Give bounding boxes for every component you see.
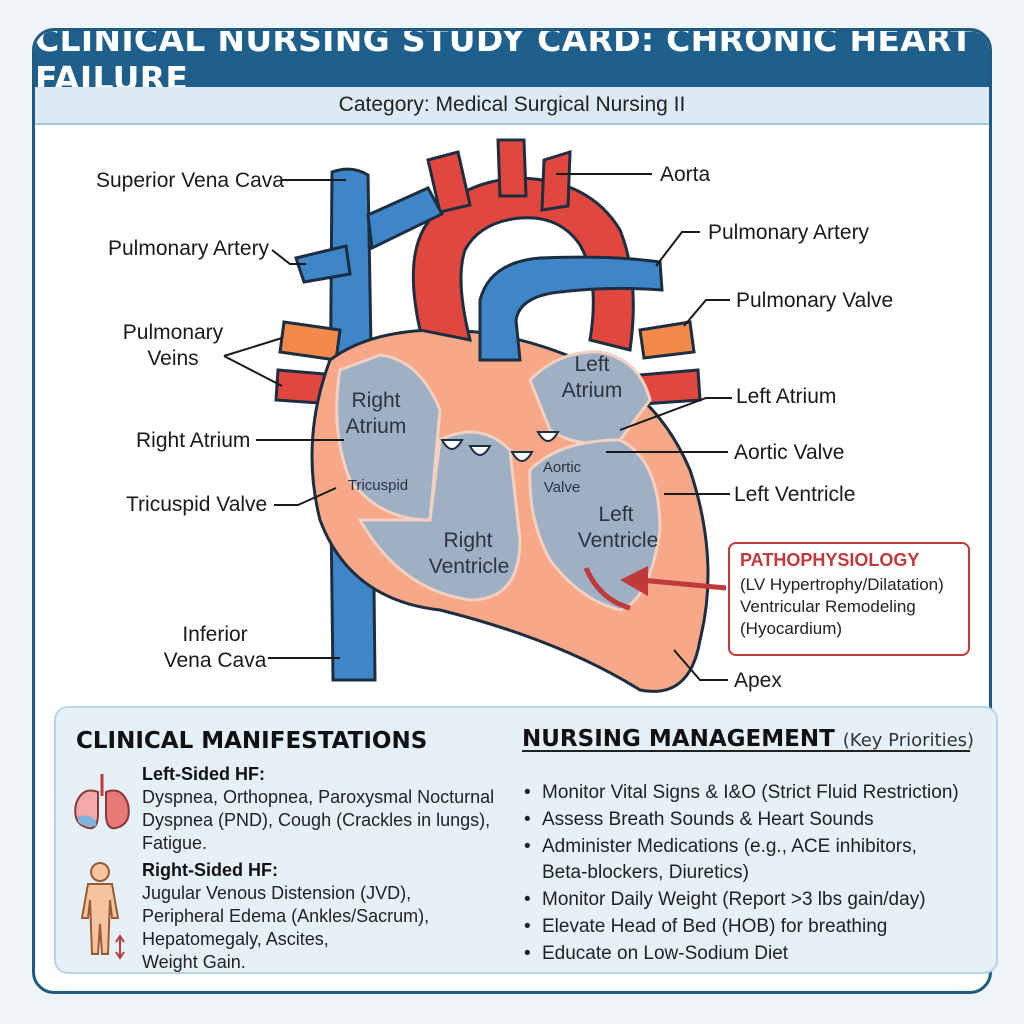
right-hf-line: Weight Gain.	[142, 952, 246, 972]
category-label: Category: Medical Surgical Nursing II	[35, 87, 989, 125]
pathophysiology-line: Ventricular Remodeling	[740, 597, 916, 616]
management-item: Elevate Head of Bed (HOB) for breathing	[524, 914, 959, 940]
manifestations-title: CLINICAL MANIFESTATIONS	[76, 728, 428, 754]
body-edema-icon	[80, 862, 125, 960]
pulmonary-vein-right-upper	[638, 320, 696, 360]
inner-label-valve: Valve	[543, 479, 581, 496]
aorta-branch-1	[426, 150, 472, 214]
lv-wall-highlight	[583, 566, 631, 611]
right-atrium-chamber	[335, 353, 442, 522]
label-right-atrium: Right Atrium	[136, 429, 251, 452]
management-item: Monitor Vital Signs & I&O (Strict Fluid …	[524, 780, 959, 806]
inner-label-left-ventricle-2: Ventricle	[577, 529, 659, 552]
inner-label-right-ventricle-1: Right	[443, 529, 493, 552]
label-aorta: Aorta	[660, 163, 711, 186]
inner-label-left-atrium-1: Left	[574, 353, 610, 376]
label-left-ventricle: Left Ventricle	[734, 483, 856, 506]
info-panel: CLINICAL MANIFESTATIONS Left-Sided HF: D…	[54, 706, 998, 974]
pathophysiology-callout: PATHOPHYSIOLOGY (LV Hypertrophy/Dilatati…	[728, 542, 970, 656]
inner-label-right-atrium-1: Right	[351, 389, 401, 412]
label-pulmonary-veins-2: Veins	[147, 347, 199, 370]
svc-branch	[366, 186, 445, 251]
management-list: Monitor Vital Signs & I&O (Strict Fluid …	[524, 780, 959, 968]
inner-label-right-atrium-2: Atrium	[345, 415, 407, 438]
right-sided-hf-heading: Right-Sided HF:	[142, 860, 278, 880]
label-pulmonary-veins-1: Pulmonary	[122, 321, 224, 344]
pulmonary-artery-left	[294, 244, 352, 284]
pathophysiology-line: (LV Hypertrophy/Dilatation)	[740, 575, 944, 594]
aorta-branch-3	[540, 149, 572, 212]
inner-label-left-ventricle-1: Left	[598, 503, 634, 526]
inner-label-left-atrium-2: Atrium	[561, 379, 623, 402]
right-ventricle-chamber	[357, 430, 522, 602]
management-underline	[522, 750, 970, 752]
aortic-valve-cusps	[510, 431, 560, 462]
right-hf-line: Jugular Venous Distension (JVD),	[142, 883, 412, 903]
management-item: Assess Breath Sounds & Heart Sounds	[524, 807, 959, 833]
inner-label-right-ventricle-2: Ventricle	[428, 555, 510, 578]
pathophysiology-title: PATHOPHYSIOLOGY	[740, 550, 920, 570]
right-hf-line: Hepatomegaly, Ascites,	[142, 929, 329, 949]
label-left-atrium: Left Atrium	[736, 385, 837, 408]
pulmonary-valve-cusps	[440, 439, 492, 456]
lungs-icon	[74, 774, 130, 830]
label-aortic-valve: Aortic Valve	[734, 441, 845, 464]
aorta-branch-2	[496, 138, 528, 198]
label-pulmonary-artery-left: Pulmonary Artery	[108, 237, 270, 260]
label-pulmonary-artery-right: Pulmonary Artery	[708, 221, 870, 244]
label-superior-vena-cava: Superior Vena Cava	[96, 169, 284, 192]
right-hf-line: Peripheral Edema (Ankles/Sacrum),	[142, 906, 430, 926]
pulmonary-vein-upper	[278, 320, 342, 362]
management-item: Administer Medications (e.g., ACE inhibi…	[524, 834, 959, 886]
management-item-line: Beta-blockers, Diuretics)	[542, 862, 749, 883]
left-sided-hf-heading: Left-Sided HF:	[142, 764, 265, 784]
leader-lines	[223, 173, 732, 681]
label-pulmonary-valve: Pulmonary Valve	[736, 289, 894, 312]
management-title: NURSING MANAGEMENT (Key Priorities)	[522, 726, 974, 752]
label-apex: Apex	[734, 669, 782, 692]
left-sided-hf-text: Dyspnea, Orthopnea, Paroxysmal Nocturnal…	[142, 786, 494, 855]
management-item: Educate on Low-Sodium Diet	[524, 941, 959, 967]
management-note: (Key Priorities)	[842, 730, 975, 751]
pulmonary-trunk	[478, 255, 664, 362]
patho-arrow	[639, 577, 727, 591]
left-hf-line: Dyspnea, Orthopnea, Paroxysmal Nocturnal	[142, 787, 495, 807]
label-tricuspid-valve: Tricuspid Valve	[126, 493, 268, 516]
management-title-text: NURSING MANAGEMENT	[522, 726, 835, 752]
left-hf-line: Dyspnea (PND), Cough (Crackles in lungs)…	[142, 810, 491, 830]
label-inferior-vena-cava-2: Vena Cava	[163, 649, 267, 672]
pathophysiology-line: (Hyocardium)	[740, 619, 843, 638]
management-item: Monitor Daily Weight (Report >3 lbs gain…	[524, 887, 959, 913]
inner-label-aortic: Aortic	[542, 459, 582, 476]
inner-label-tricuspid: Tricuspid	[347, 477, 409, 494]
patho-arrow-head	[620, 566, 648, 596]
left-atrium-chamber	[528, 350, 652, 445]
right-sided-hf-text: Jugular Venous Distension (JVD), Periphe…	[142, 882, 429, 974]
left-hf-line: Fatigue.	[142, 833, 208, 853]
management-item-line: Administer Medications (e.g., ACE inhibi…	[542, 836, 917, 857]
label-inferior-vena-cava-1: Inferior	[182, 623, 248, 646]
